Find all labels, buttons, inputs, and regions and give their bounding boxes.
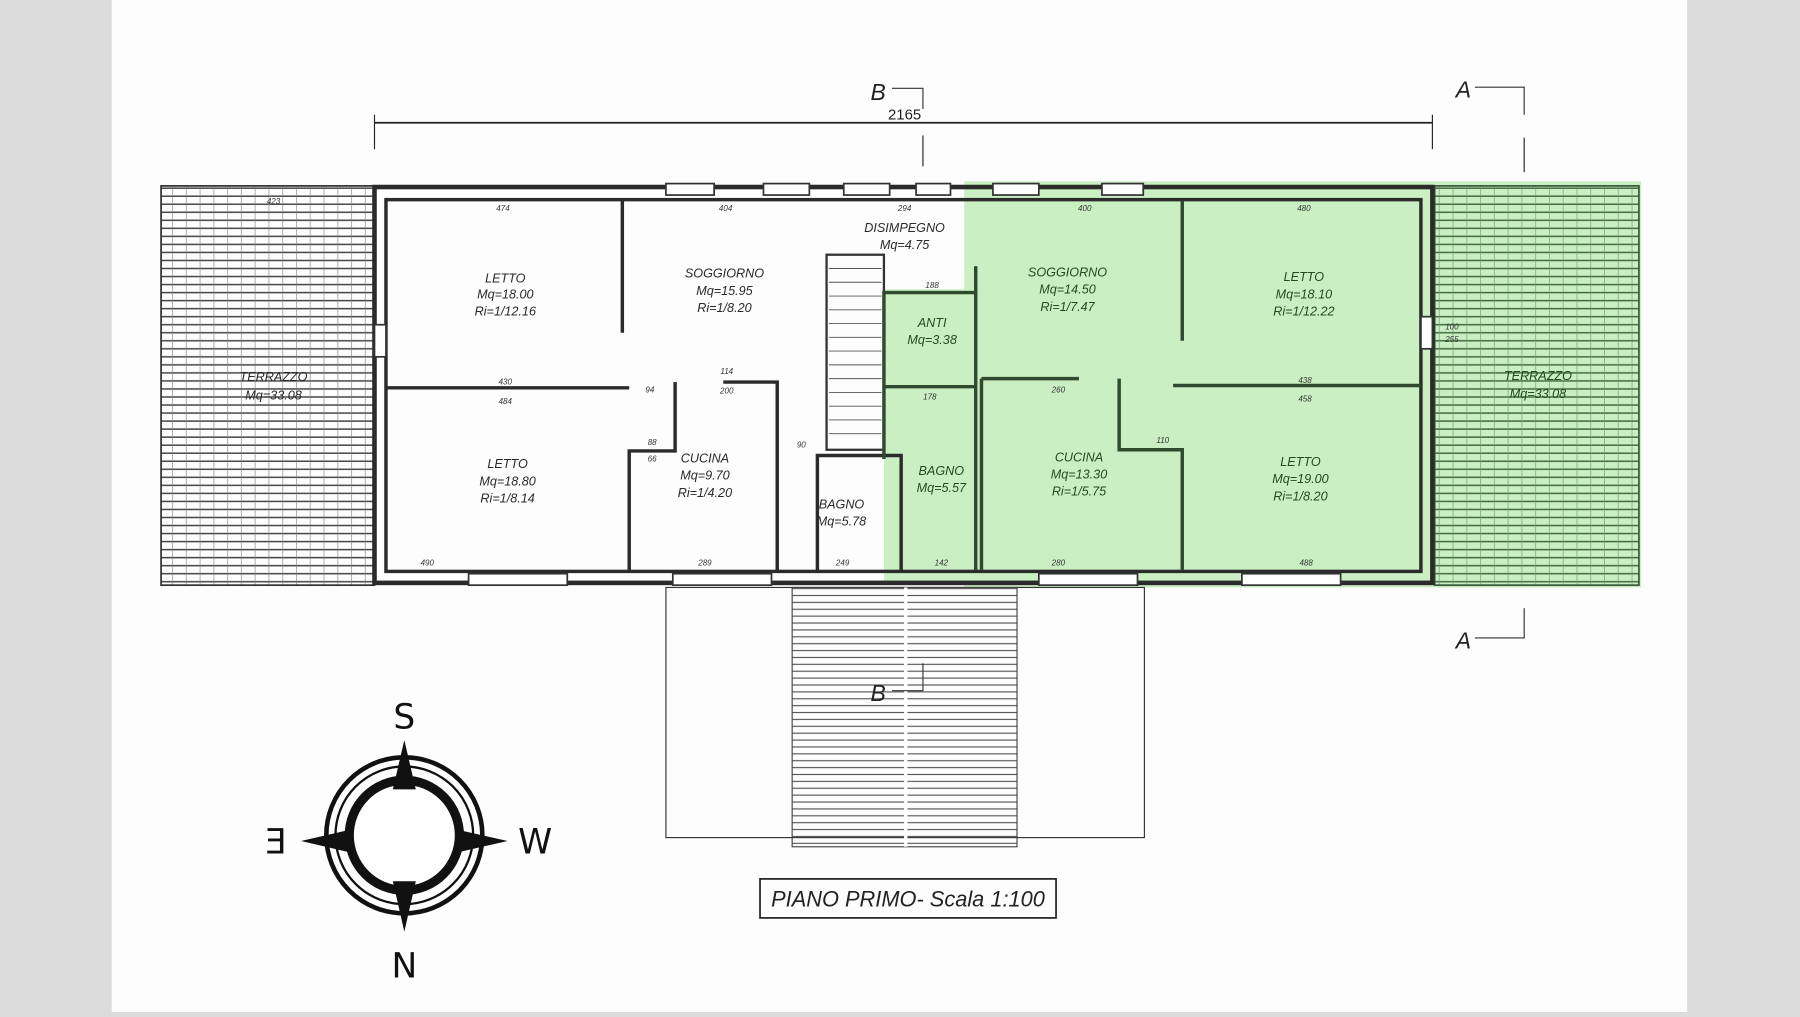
building-walls (372, 184, 1435, 586)
svg-text:488: 488 (1299, 559, 1313, 568)
svg-text:66: 66 (648, 454, 657, 463)
svg-text:438: 438 (1298, 376, 1312, 385)
svg-text:110: 110 (1156, 436, 1169, 445)
svg-text:SOGGIORNO: SOGGIORNO (1028, 266, 1107, 280)
svg-text:Ri=1/8.20: Ri=1/8.20 (1273, 489, 1327, 503)
svg-text:A: A (1454, 77, 1471, 103)
svg-text:249: 249 (835, 559, 850, 568)
svg-text:188: 188 (925, 281, 939, 290)
svg-text:CUCINA: CUCINA (1055, 450, 1103, 464)
svg-text:114: 114 (720, 367, 733, 376)
svg-text:Mq=13.30: Mq=13.30 (1051, 467, 1107, 481)
svg-text:LETTO: LETTO (485, 271, 526, 285)
svg-text:N: N (391, 947, 417, 987)
svg-text:Mq=5.57: Mq=5.57 (917, 481, 967, 495)
svg-text:2165: 2165 (888, 107, 921, 123)
svg-text:90: 90 (797, 440, 806, 449)
terrace-left (160, 185, 376, 587)
svg-text:LETTO: LETTO (1280, 455, 1321, 469)
svg-text:B: B (871, 79, 886, 105)
svg-text:TERRAZZO: TERRAZZO (240, 370, 308, 384)
svg-text:Ri=1/4.20: Ri=1/4.20 (678, 486, 732, 500)
svg-text:LETTO: LETTO (487, 457, 528, 471)
windows (373, 182, 1434, 587)
svg-text:Ri=1/8.20: Ri=1/8.20 (697, 301, 751, 315)
room-labels: TERRAZZO Mq=33.08 LETTO Mq=18.00Ri=1/12.16… (240, 221, 1573, 529)
svg-text:Mq=18.10: Mq=18.10 (1276, 287, 1332, 301)
room-terrazzo-right: TERRAZZO Mq=33.08 (1504, 369, 1572, 401)
svg-text:474: 474 (496, 204, 510, 213)
svg-text:W: W (518, 823, 552, 863)
svg-text:BAGNO: BAGNO (819, 497, 865, 511)
svg-text:Ri=1/12.16: Ri=1/12.16 (475, 305, 537, 319)
svg-text:Mq=15.95: Mq=15.95 (696, 284, 753, 298)
svg-text:280: 280 (1051, 559, 1066, 568)
svg-text:B: B (871, 680, 886, 706)
plan-title: PIANO PRIMO- Scala 1:100 (759, 878, 1057, 919)
svg-text:100: 100 (1445, 322, 1459, 331)
svg-text:430: 430 (499, 377, 513, 386)
svg-text:200: 200 (719, 387, 734, 396)
svg-text:Mq=5.78: Mq=5.78 (817, 515, 866, 529)
svg-text:289: 289 (697, 559, 712, 568)
svg-text:480: 480 (1297, 204, 1311, 213)
svg-text:Ri=1/7.47: Ri=1/7.47 (1040, 300, 1095, 314)
svg-text:294: 294 (897, 204, 912, 213)
svg-text:142: 142 (935, 559, 949, 568)
terrace-right (1433, 185, 1640, 587)
svg-text:458: 458 (1298, 395, 1312, 404)
svg-text:S: S (393, 698, 415, 738)
svg-text:178: 178 (923, 392, 937, 401)
svg-text:484: 484 (499, 397, 513, 406)
svg-text:A: A (1454, 627, 1471, 653)
svg-text:DISIMPEGNO: DISIMPEGNO (864, 221, 945, 235)
svg-text:Ri=1/8.14: Ri=1/8.14 (480, 492, 534, 506)
svg-text:TERRAZZO: TERRAZZO (1504, 369, 1572, 383)
svg-text:400: 400 (1078, 204, 1092, 213)
room-bagno-1: BAGNO Mq=5.78 (817, 497, 866, 528)
svg-text:PIANO PRIMO- Scala 1:100: PIANO PRIMO- Scala 1:100 (771, 886, 1045, 911)
room-anti: ANTI Mq=3.38 (907, 316, 956, 347)
svg-text:BAGNO: BAGNO (919, 464, 965, 478)
svg-text:260: 260 (1051, 385, 1066, 394)
svg-text:255: 255 (1444, 335, 1459, 344)
svg-text:423: 423 (267, 197, 281, 206)
svg-text:88: 88 (648, 438, 657, 447)
svg-text:490: 490 (421, 559, 435, 568)
svg-text:94: 94 (645, 385, 654, 394)
svg-text:Mq=18.00: Mq=18.00 (477, 287, 533, 301)
svg-text:ANTI: ANTI (917, 316, 947, 330)
svg-text:Mq=14.50: Mq=14.50 (1039, 283, 1095, 297)
compass-rose-icon: S N E W (265, 698, 552, 987)
svg-text:Mq=18.80: Mq=18.80 (479, 474, 535, 488)
svg-text:Mq=3.38: Mq=3.38 (907, 333, 956, 347)
svg-text:Mq=33.08: Mq=33.08 (1510, 387, 1566, 401)
room-terrazzo-left: TERRAZZO Mq=33.08 (240, 370, 308, 402)
svg-text:Mq=4.75: Mq=4.75 (880, 238, 930, 252)
svg-text:Mq=19.00: Mq=19.00 (1272, 472, 1328, 486)
section-markers: A A B B (871, 77, 1525, 706)
svg-text:E: E (265, 823, 287, 863)
svg-text:Ri=1/12.22: Ri=1/12.22 (1273, 305, 1334, 319)
dimension-annotations: 474 404 294 400 480 430 484 438 458 490 … (267, 197, 1459, 567)
overall-dimension: 2165 (373, 107, 1433, 150)
svg-text:404: 404 (719, 204, 733, 213)
svg-text:CUCINA: CUCINA (681, 451, 729, 465)
room-disimpegno: DISIMPEGNO Mq=4.75 (864, 221, 945, 252)
room-bagno-2: BAGNO Mq=5.57 (917, 464, 967, 495)
svg-text:SOGGIORNO: SOGGIORNO (685, 267, 764, 281)
svg-text:Mq=33.08: Mq=33.08 (245, 388, 301, 402)
svg-text:LETTO: LETTO (1284, 270, 1325, 284)
svg-text:Mq=9.70: Mq=9.70 (680, 469, 729, 483)
svg-text:Ri=1/5.75: Ri=1/5.75 (1052, 485, 1107, 499)
